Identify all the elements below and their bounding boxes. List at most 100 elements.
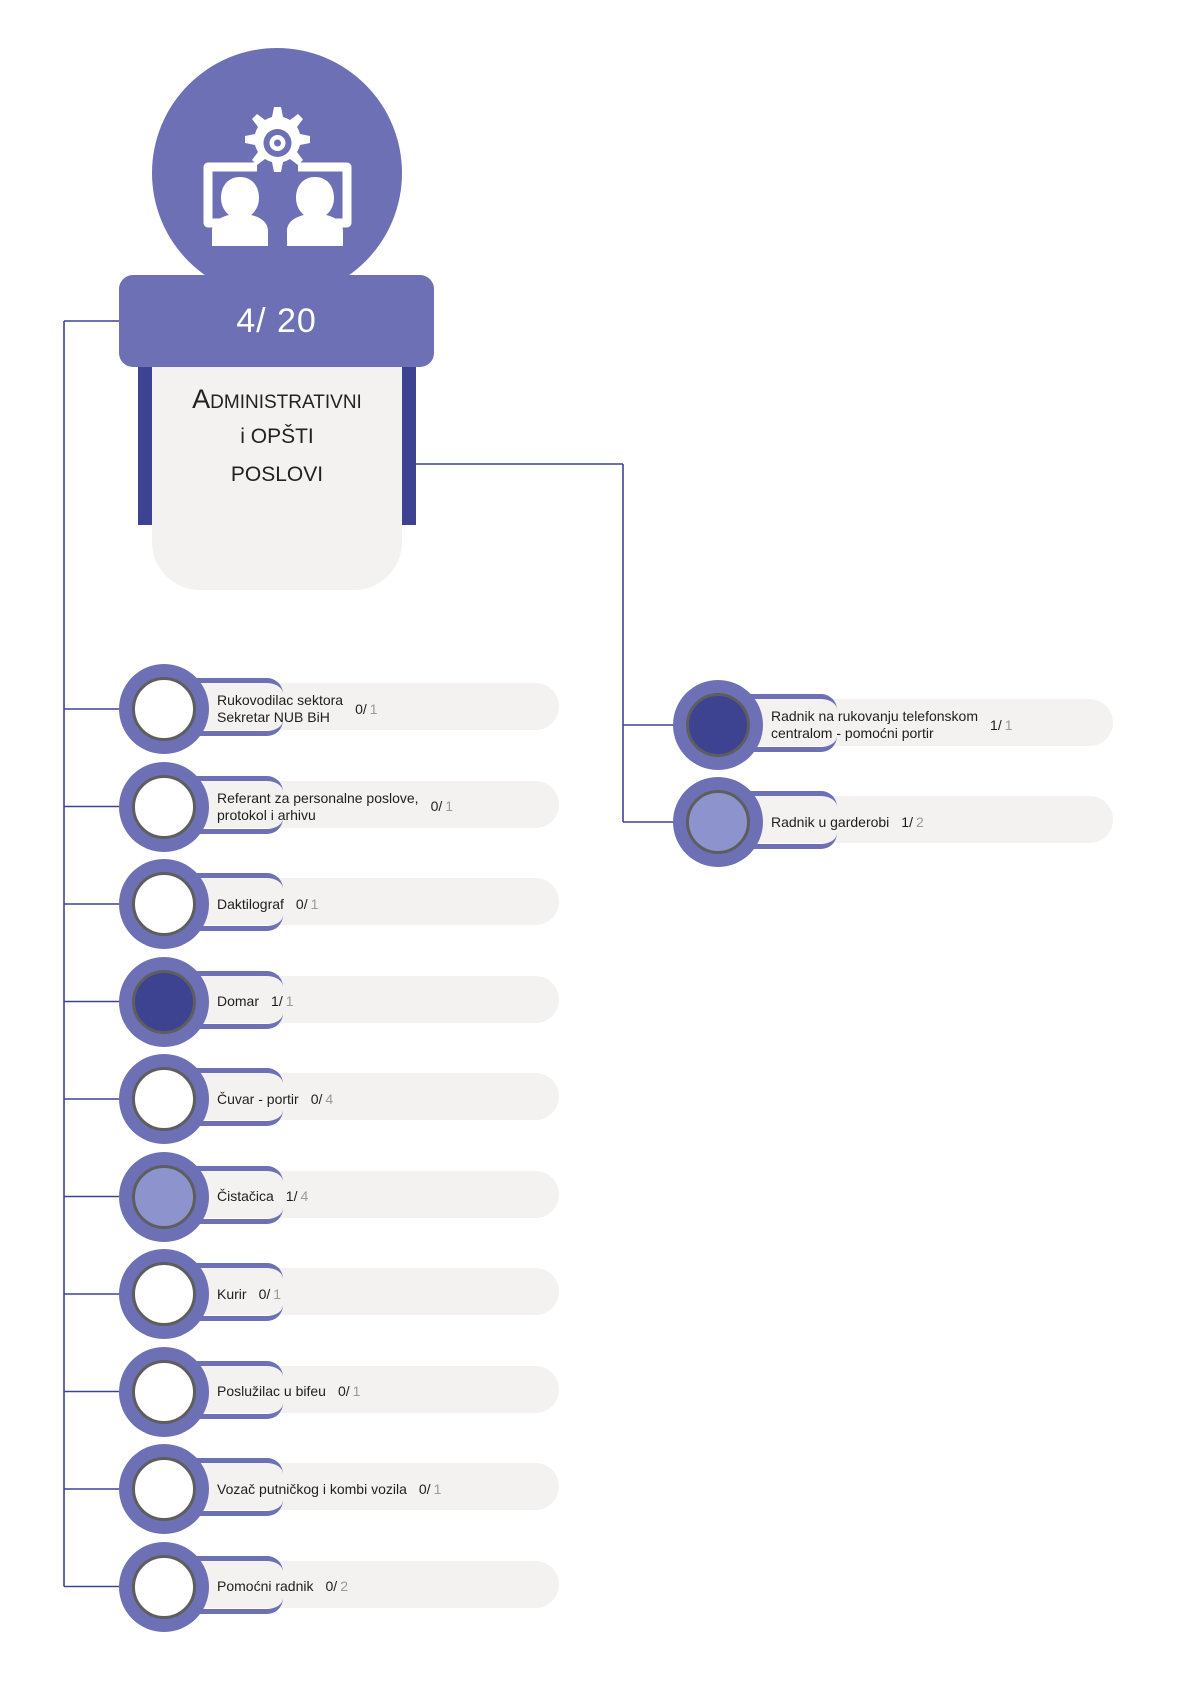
role-filled-count: 0 xyxy=(258,1285,267,1302)
role-status-dot xyxy=(132,677,196,741)
role-label: Kurir xyxy=(217,1286,247,1303)
role-label: Pomoćni radnik xyxy=(217,1578,314,1595)
role-count-separator: / xyxy=(997,716,1002,733)
team-gear-icon xyxy=(203,107,352,246)
role-count-separator: / xyxy=(426,1480,431,1497)
role-label-line: Čuvar - portir xyxy=(217,1090,299,1107)
left-role-node: Daktilograf 0/1 xyxy=(119,859,559,949)
header-card xyxy=(152,355,402,590)
role-count-separator: / xyxy=(318,1090,323,1107)
role-total-count: 1 xyxy=(285,993,294,1009)
role-status-dot xyxy=(686,790,750,854)
role-text: Pomoćni radnik 0/2 xyxy=(217,1542,348,1632)
role-total-count: 2 xyxy=(340,1578,348,1594)
left-role-node: Pomoćni radnik 0/2 xyxy=(119,1541,559,1632)
role-tab xyxy=(163,1068,283,1126)
role-text: Referant za personalne poslove,protokol … xyxy=(217,762,453,852)
role-filled-count: 1 xyxy=(990,716,998,733)
role-pill xyxy=(179,1268,559,1315)
role-pill xyxy=(733,796,1113,843)
role-count-separator: / xyxy=(293,1188,298,1204)
role-total-count: 1 xyxy=(369,700,378,717)
role-pill xyxy=(179,1170,559,1218)
role-tab xyxy=(163,775,283,834)
role-label-line: Daktilograf xyxy=(217,895,284,912)
role-label-line: Domar xyxy=(217,993,260,1009)
role-pill xyxy=(179,780,559,828)
role-tab xyxy=(163,1165,283,1224)
role-count-separator: / xyxy=(303,895,308,912)
header-side-bar-right xyxy=(402,360,416,525)
header-title-line: POSLOVI xyxy=(230,463,324,486)
role-label: Poslužilac u bifeu xyxy=(217,1383,326,1400)
left-role-node: Čuvar - portir 0/4 xyxy=(119,1054,559,1144)
role-filled-count: 0 xyxy=(337,1383,346,1399)
left-role-node: Referant za personalne poslove,protokol … xyxy=(119,761,559,852)
role-status-dot xyxy=(132,774,196,839)
role-tab xyxy=(163,1263,283,1321)
role-filled-count: 1 xyxy=(285,1188,294,1204)
header-circle xyxy=(152,48,402,298)
role-status-dot xyxy=(132,872,196,936)
role-count-separator: / xyxy=(909,813,913,830)
role-total-count: 1 xyxy=(433,1480,442,1497)
role-pill xyxy=(179,683,559,730)
role-status-dot xyxy=(132,1359,196,1424)
role-filled-count: 0 xyxy=(355,700,363,717)
header-count: 4/ 20 xyxy=(119,275,434,367)
role-tab xyxy=(163,678,283,736)
role-total-count: 1 xyxy=(310,895,319,912)
role-text: Čuvar - portir 0/4 xyxy=(217,1054,333,1144)
header-title-line: i OPŠTI xyxy=(240,425,314,448)
role-label-line: Vozač putničkog i kombi vozila xyxy=(217,1480,407,1497)
role-total-count: 4 xyxy=(325,1090,334,1107)
header-side-bar-left xyxy=(138,360,152,525)
role-tab xyxy=(163,970,283,1029)
role-count-separator: / xyxy=(333,1578,338,1594)
role-label: Radnik u garderobi xyxy=(771,814,889,831)
role-label: Daktilograf xyxy=(217,896,284,913)
role-label-line: Poslužilac u bifeu xyxy=(217,1383,326,1399)
role-tab xyxy=(717,694,837,752)
role-total-count: 1 xyxy=(273,1285,282,1302)
role-pill xyxy=(179,878,559,925)
role-total-count: 1 xyxy=(1004,716,1013,733)
role-count-separator: / xyxy=(438,798,443,814)
role-filled-count: 0 xyxy=(418,1480,427,1497)
role-label-line: Čistačica xyxy=(217,1188,274,1204)
role-filled-count: 0 xyxy=(295,895,304,912)
role-filled-count: 1 xyxy=(271,993,279,1009)
role-total-count: 1 xyxy=(445,798,454,814)
left-role-node: Vozač putničkog i kombi vozila 0/1 xyxy=(119,1444,559,1534)
role-pill xyxy=(733,699,1113,746)
role-tab xyxy=(163,1555,283,1614)
role-label: Čistačica xyxy=(217,1188,274,1205)
role-filled-count: 1 xyxy=(901,813,910,830)
role-filled-count: 0 xyxy=(310,1090,319,1107)
role-text: Vozač putničkog i kombi vozila 0/1 xyxy=(217,1444,441,1534)
role-tab xyxy=(163,873,283,931)
role-tab xyxy=(163,1360,283,1419)
role-label-line: protokol i arhivu xyxy=(217,806,316,823)
role-text: Daktilograf 0/1 xyxy=(217,859,318,949)
role-filled-count: 0 xyxy=(325,1578,334,1594)
header-title-line: Administrativni xyxy=(192,384,362,414)
role-label-line: Referant za personalne poslove, xyxy=(217,789,419,806)
role-label-line: Sekretar NUB BiH xyxy=(217,709,330,725)
role-count-separator: / xyxy=(345,1383,350,1399)
role-label: Čuvar - portir xyxy=(217,1091,299,1108)
role-total-count: 1 xyxy=(352,1383,361,1399)
role-label-line: Kurir xyxy=(217,1285,247,1302)
role-text: Poslužilac u bifeu 0/1 xyxy=(217,1347,360,1437)
role-status-dot xyxy=(132,1164,196,1229)
role-label-line: Radnik u garderobi xyxy=(771,813,890,830)
role-label: Vozač putničkog i kombi vozila xyxy=(217,1481,407,1498)
role-label-line: Pomoćni radnik xyxy=(217,1578,314,1594)
